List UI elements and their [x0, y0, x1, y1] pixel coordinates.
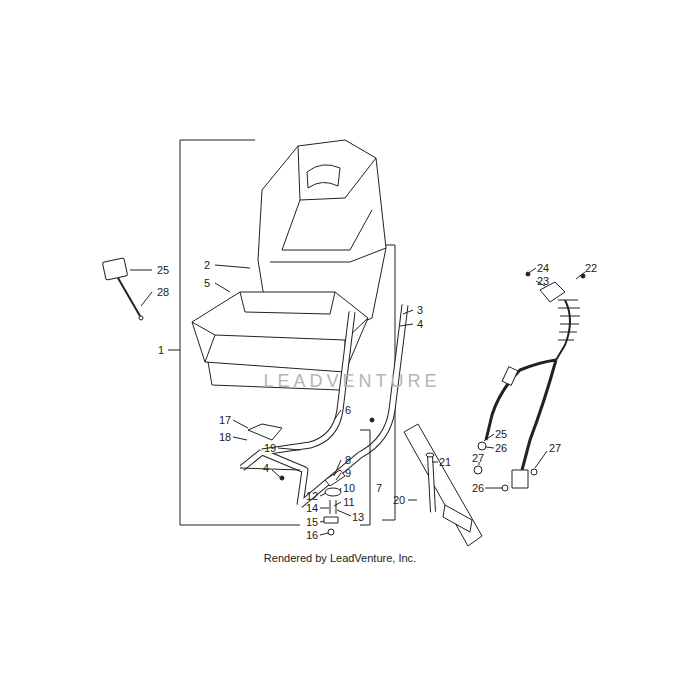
- callout-number: 5: [204, 277, 210, 289]
- callout-number: 25: [157, 264, 169, 276]
- callout-number: 23: [537, 275, 549, 287]
- callout-number: 2: [204, 259, 210, 271]
- callout-number: 3: [417, 304, 423, 316]
- caption-text: Rendered by LeadVenture, Inc.: [264, 552, 416, 564]
- callout-number: 19: [264, 442, 276, 454]
- callout-number: 16: [306, 529, 318, 541]
- callout-number: 4: [263, 462, 269, 474]
- callout-number: 11: [343, 496, 354, 508]
- callout-number: 9: [345, 467, 351, 479]
- callout-number: 28: [157, 286, 169, 298]
- callout-number: 14: [306, 502, 318, 514]
- callout-number: 24: [537, 262, 549, 274]
- callout-number: 8: [345, 454, 351, 466]
- callout-number: 15: [306, 516, 318, 528]
- callout-number: 10: [343, 482, 355, 494]
- callout-number: 27: [472, 452, 484, 464]
- callout-number: 26: [495, 442, 507, 454]
- callout-number: 21: [439, 456, 451, 468]
- callout-number: 4: [417, 318, 423, 330]
- callout-number: 1: [158, 344, 164, 356]
- callout-number: 27: [549, 442, 561, 454]
- callout-number: 26: [472, 482, 484, 494]
- callout-number: 18: [219, 431, 231, 443]
- callout-number: 25: [495, 428, 507, 440]
- callout-number: 6: [345, 404, 351, 416]
- callout-number: 13: [352, 511, 364, 523]
- watermark-text: LEADVENTURE: [263, 372, 440, 392]
- callout-number: 22: [585, 262, 597, 274]
- callout-number: 7: [376, 482, 382, 494]
- callout-number: 17: [219, 414, 231, 426]
- callout-number: 20: [393, 494, 405, 506]
- callout-number: 12: [306, 490, 318, 502]
